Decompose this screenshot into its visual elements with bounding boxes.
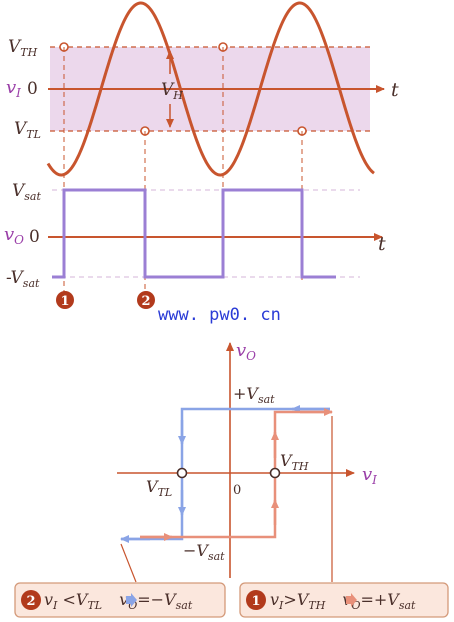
output-waveform-graph: Vsat vO 0 -Vsat t 1 2 <box>4 181 386 309</box>
input-waveform-graph: VTH vI 0 VTL VH t <box>6 1 399 292</box>
vo-axis-label: vO <box>236 340 256 363</box>
svg-text:2: 2 <box>141 294 150 309</box>
arrow-right-icon <box>346 593 357 607</box>
vth-point <box>269 467 281 479</box>
orange-loop-path <box>140 410 332 539</box>
vth-point-label: VTH <box>280 451 309 473</box>
vtl-point <box>176 467 188 479</box>
svg-text:1: 1 <box>251 594 260 609</box>
origin-label: 0 <box>233 483 241 498</box>
sine-wave <box>46 1 375 177</box>
hysteresis-loop-graph: vO vI +Vsat −Vsat VTH VTL 0 <box>117 340 377 578</box>
negvsat-label: -Vsat <box>6 268 40 290</box>
condition-box-left: 2 vI <VTL vO=−Vsat <box>14 582 226 618</box>
vsat-label: Vsat <box>12 181 41 203</box>
minus-vsat-label: −Vsat <box>183 541 225 563</box>
vtl-point-label: VTL <box>146 477 172 499</box>
vtl-label: VTL <box>14 119 41 141</box>
blue-loop-path <box>121 407 330 541</box>
t-axis-label: t <box>378 233 386 255</box>
watermark-text: www. pw0. cn <box>158 305 281 325</box>
vo-zero-label: 0 <box>29 227 40 247</box>
marker-2: 2 <box>137 291 155 309</box>
condition-box-right: 1 vI>VTH vO=+Vsat <box>239 582 449 618</box>
svg-text:2: 2 <box>26 594 35 609</box>
vh-label: VH <box>161 80 183 102</box>
callout-line-left <box>120 543 137 583</box>
t-axis-label: t <box>391 79 399 101</box>
marker-1: 1 <box>56 291 74 309</box>
vi-axis-label: vI <box>362 464 377 487</box>
vth-label: VTH <box>8 37 38 59</box>
svg-text:1: 1 <box>60 294 69 309</box>
svg-text:vI>VTH vO=+Vsat: vI>VTH vO=+Vsat <box>270 590 416 612</box>
plus-vsat-label: +Vsat <box>233 384 275 406</box>
square-wave <box>52 188 336 279</box>
svg-text:vI <VTL vO=−Vsat: vI <VTL vO=−Vsat <box>44 590 193 612</box>
vi-zero-label: 0 <box>27 79 38 99</box>
arrow-right-icon <box>126 593 137 607</box>
vi-label: vI <box>6 77 21 100</box>
vo-label: vO <box>4 224 24 247</box>
